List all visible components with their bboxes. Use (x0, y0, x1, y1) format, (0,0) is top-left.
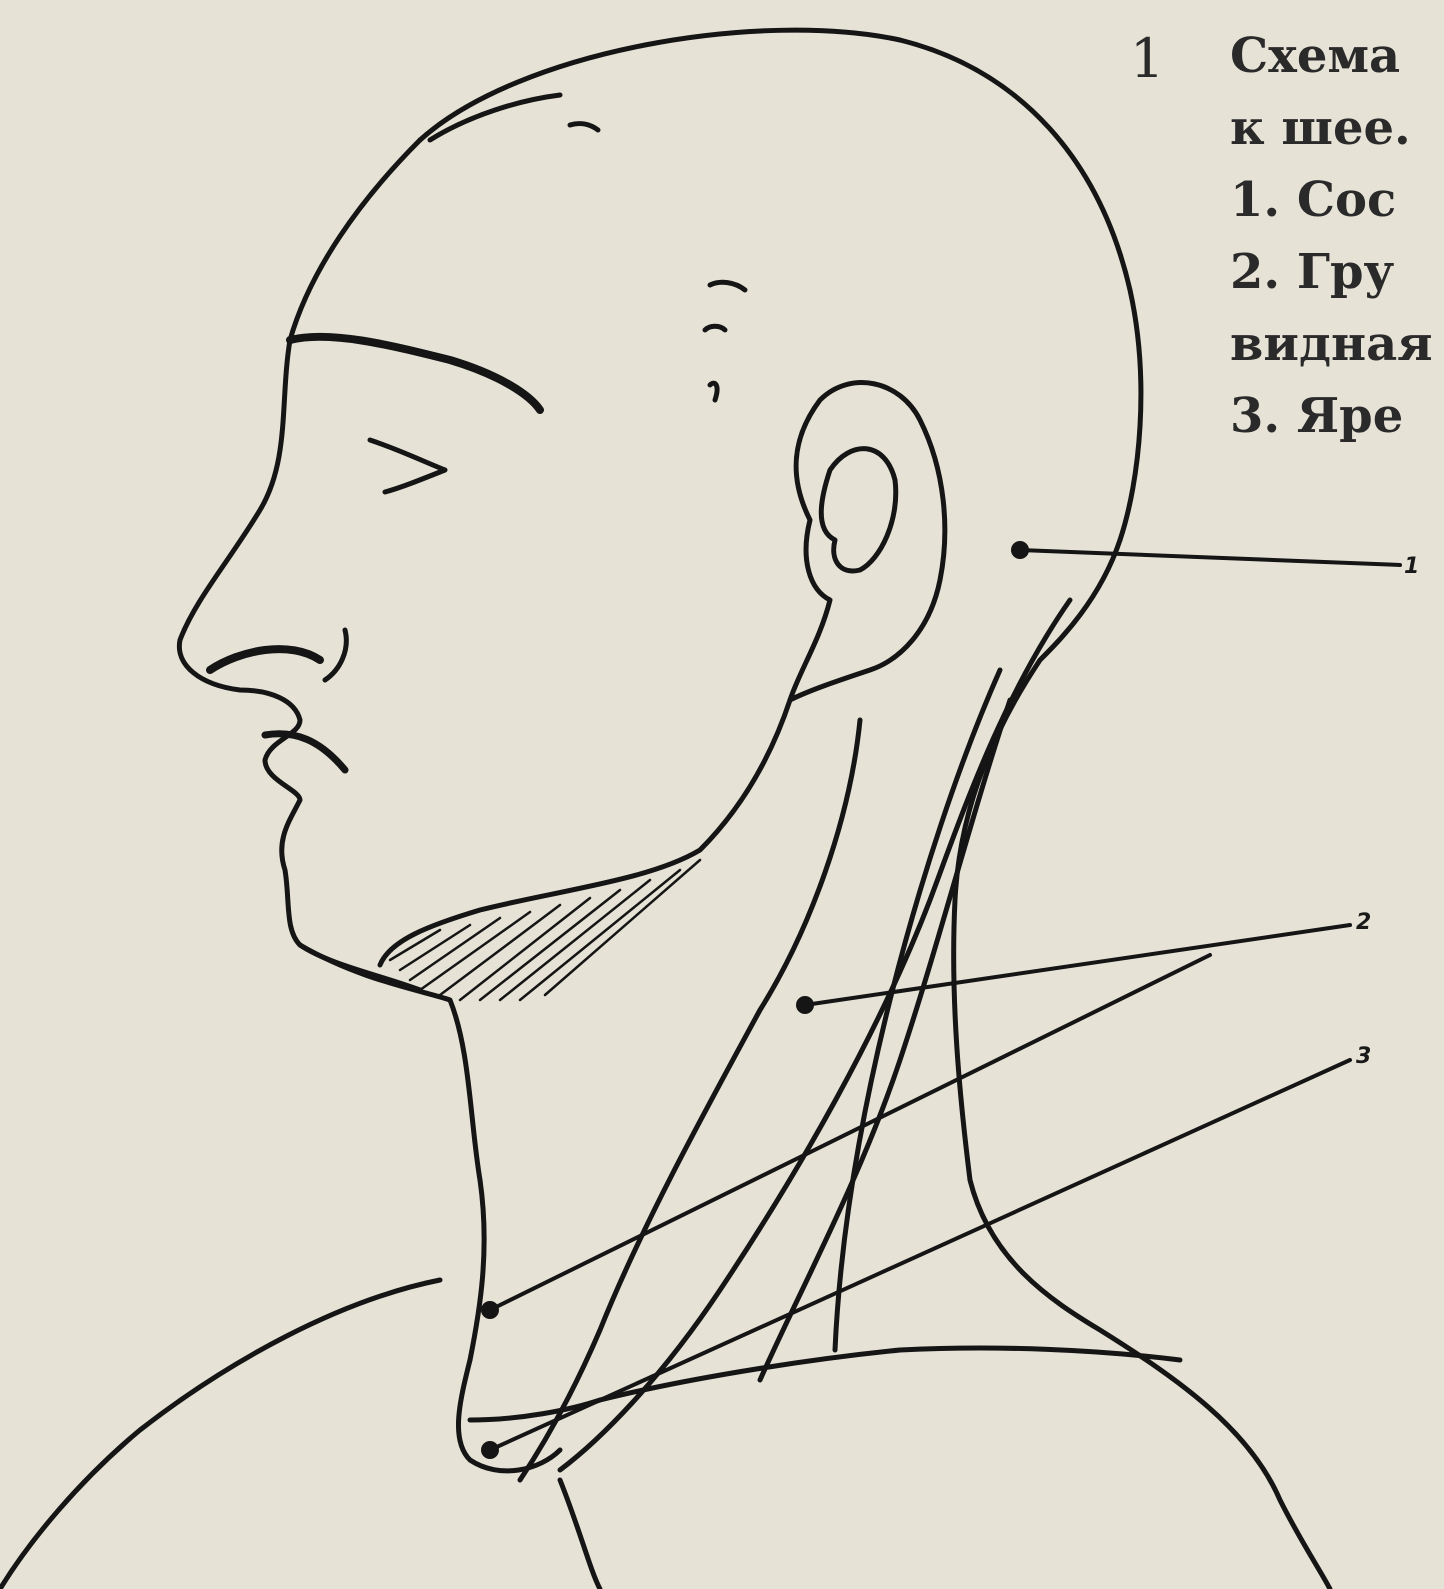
leader-line-2b (490, 955, 1210, 1310)
leader-line-3 (490, 1060, 1350, 1450)
shoulder-left (0, 1280, 440, 1589)
ear-inner (821, 449, 896, 571)
leader-dot-2a (796, 996, 814, 1014)
caption-line: видная (1230, 320, 1433, 368)
temple-mark (710, 282, 745, 290)
caption-line: 2. Гру (1230, 248, 1394, 296)
caption-line: 1. Сос (1230, 176, 1396, 224)
caption-line: к шее. (1230, 104, 1411, 152)
callout-label-1: 1 (1404, 556, 1419, 578)
leader-dot-2b (481, 1301, 499, 1319)
nostril (210, 649, 320, 670)
leader-line-1 (1020, 550, 1400, 565)
sternocleidomastoid-back (520, 720, 860, 1480)
jaw-angle (380, 700, 790, 965)
caption-line: Схема (1230, 32, 1400, 80)
caption-line: 3. Яре (1230, 392, 1403, 440)
figure-number: 1 (1130, 32, 1164, 86)
leader-line-2a (805, 925, 1350, 1005)
forehead-face-profile (179, 140, 420, 990)
eye (370, 440, 445, 492)
eyebrow (290, 337, 540, 410)
temple-mark (710, 383, 717, 400)
leader-dot-3 (481, 1441, 499, 1459)
nose-wing (325, 630, 346, 680)
sternocleidomastoid-front (560, 600, 1070, 1470)
chest-line (560, 1480, 600, 1589)
head-outline (420, 30, 1141, 540)
lips (265, 734, 345, 770)
head-highlight (570, 124, 598, 130)
jaw-line (300, 945, 484, 1360)
temple-mark (705, 326, 725, 330)
ear (790, 383, 945, 700)
leader-dot-1 (1011, 541, 1029, 559)
jaw-hatching (390, 860, 700, 1000)
callout-label-2: 2 (1356, 912, 1371, 934)
callout-label-3: 3 (1356, 1046, 1371, 1068)
